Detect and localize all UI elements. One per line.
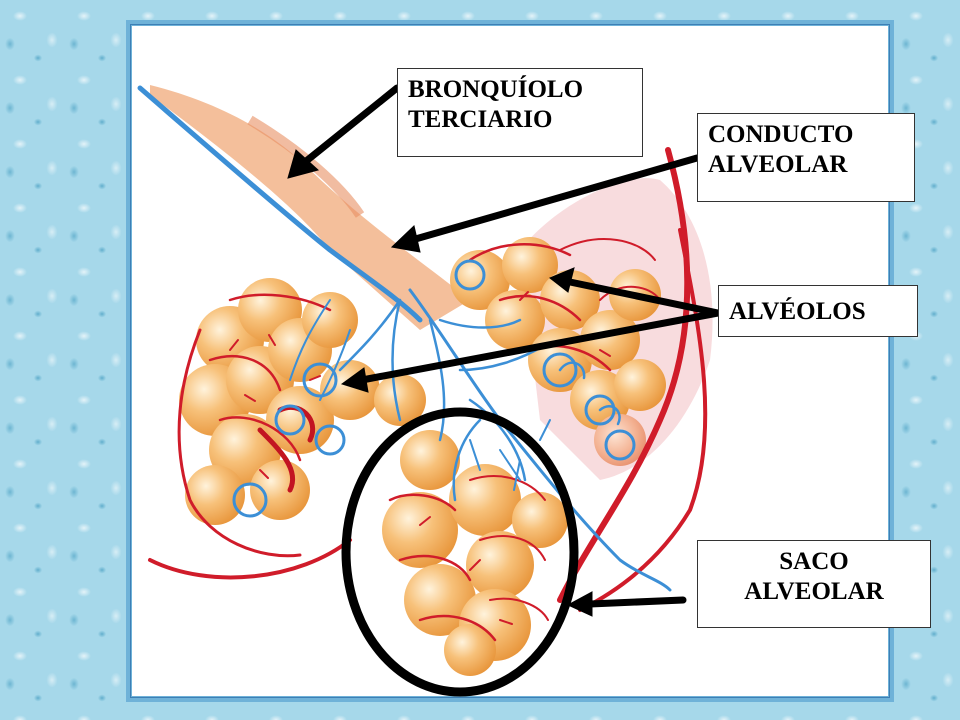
label-conducto-line2: ALVEOLAR [708, 151, 848, 178]
arrows [287, 84, 722, 617]
arrow-conducto [390, 154, 701, 253]
arrow-alveolos-lower [340, 309, 722, 393]
arterial-capillaries [148, 147, 708, 642]
label-alveolos: ALVÉOLOS [718, 285, 918, 337]
alveoli-left-cluster [179, 278, 426, 525]
alveolar-sac-highlight-oval [341, 407, 579, 697]
label-alveolos-line1: ALVÉOLOS [729, 298, 866, 325]
label-bronquiolo-line2: TERCIARIO [408, 106, 553, 133]
label-saco-line1: SACO [779, 548, 849, 575]
venous-capillaries [137, 85, 672, 592]
arrow-alveolos-upper [549, 267, 722, 317]
label-saco-alveolar: SACO ALVEOLAR [697, 540, 931, 628]
label-bronquiolo-line1: BRONQUÍOLO [408, 76, 584, 103]
label-bronquiolo-terciario: BRONQUÍOLO TERCIARIO [397, 68, 643, 157]
arrow-bronquiolo [287, 84, 401, 179]
label-conducto-line1: CONDUCTO [708, 121, 854, 148]
arrow-saco [566, 591, 687, 617]
label-saco-line2: ALVEOLAR [744, 578, 884, 605]
label-conducto-alveolar: CONDUCTO ALVEOLAR [697, 113, 915, 202]
tertiary-bronchiole [150, 85, 470, 330]
